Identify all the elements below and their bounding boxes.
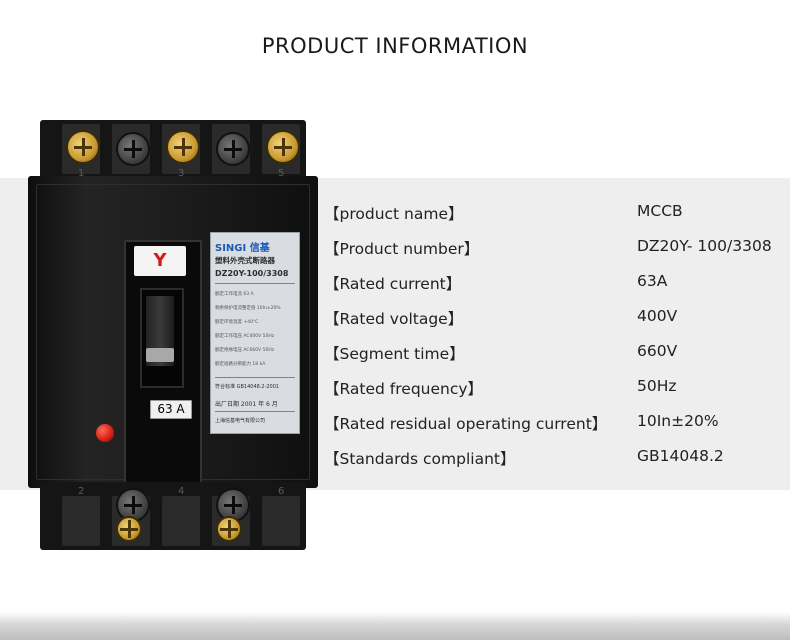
pole-number: 5 [278, 168, 285, 179]
terminal-screw-icon [216, 132, 250, 166]
spec-label: 【Segment time】 [324, 345, 465, 363]
spec-label: 【product name】 [324, 205, 464, 223]
pole-number: 1 [78, 168, 85, 179]
brand-logo: SINGI 信基 [215, 243, 270, 254]
nameplate-divider [215, 377, 295, 378]
terminal-screw-icon [116, 516, 142, 542]
spec-value: 50Hz [637, 377, 677, 395]
nameplate-title: 塑料外壳式断路器 [215, 256, 275, 265]
nameplate-date: 出厂日期 2001 年 6 月 [215, 401, 278, 408]
spec-label: 【Rated voltage】 [324, 310, 464, 328]
nameplate-row: 额定绝缘电压 AC660V 50Hz [215, 348, 275, 353]
nameplate: SINGI 信基 塑料外壳式断路器 DZ20Y-100/3308 额定工作电流 … [210, 232, 300, 434]
spec-label: 【Standards compliant】 [324, 450, 516, 468]
spec-value: DZ20Y- 100/3308 [637, 237, 772, 255]
pole-number: 2 [78, 486, 85, 497]
nameplate-divider [215, 283, 295, 284]
terminal-screw-icon [216, 516, 242, 542]
nameplate-divider [215, 411, 295, 412]
spec-label: 【Rated current】 [324, 275, 462, 293]
nameplate-row: 额定工作电流 63 A [215, 292, 254, 297]
nameplate-row: 额定环境温度 +40°C [215, 320, 259, 325]
spec-label: 【Rated residual operating current】 [324, 415, 608, 433]
spec-value: 10In±20% [637, 412, 719, 430]
terminal-slot [62, 496, 100, 546]
terminal-screw-icon [266, 130, 300, 164]
nameplate-standard: 符合标准 GB14048.2-2001 [215, 384, 280, 390]
spec-label: 【Rated frequency】 [324, 380, 484, 398]
pole-number: 4 [178, 486, 185, 497]
pole-number: 6 [278, 486, 285, 497]
nameplate-row: 额定工作电压 AC400V 50Hz [215, 334, 275, 339]
model-badge: Y [134, 246, 186, 276]
nameplate-manufacturer: 上海信基电气有限公司 [215, 418, 266, 424]
spec-value: 660V [637, 342, 678, 360]
nameplate-row: 剩余保护电流整定值 10In±20% [215, 306, 281, 311]
bottom-terminal-bar: 2 4 6 [40, 482, 306, 550]
top-terminal-bar: 1 3 5 [40, 120, 306, 182]
terminal-screw-icon [116, 132, 150, 166]
spec-value: GB14048.2 [637, 447, 724, 465]
breaker-image: 1 3 5 Y 63 A SINGI 信基 塑料外壳式断路器 DZ20Y-100… [28, 120, 318, 550]
terminal-slot [162, 496, 200, 546]
nameplate-row: 额定短路分断能力 18 kA [215, 362, 266, 367]
spec-label: 【Product number】 [324, 240, 480, 258]
nameplate-model: DZ20Y-100/3308 [215, 269, 289, 278]
pole-number: 3 [178, 168, 185, 179]
terminal-screw-icon [66, 130, 100, 164]
terminal-slot [262, 496, 300, 546]
spec-value: 63A [637, 272, 668, 290]
lever-mark [146, 348, 174, 362]
terminal-screw-icon [166, 130, 200, 164]
page-title: PRODUCT INFORMATION [261, 34, 529, 58]
spec-value: 400V [637, 307, 678, 325]
spec-value: MCCB [637, 202, 683, 220]
rating-label: 63 A [150, 400, 192, 419]
trip-button-icon [96, 424, 114, 442]
floor-shadow [0, 612, 790, 640]
